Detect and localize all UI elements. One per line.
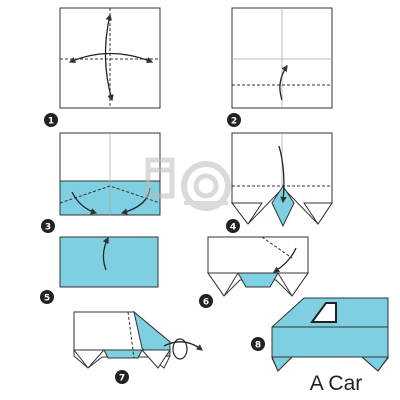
step-6: 6	[199, 236, 309, 308]
wheel-left	[207, 272, 239, 297]
turn-over-arrow	[163, 341, 204, 351]
fold-arrow-horizontal	[68, 52, 154, 64]
step-4: 4	[226, 132, 333, 233]
fold-line	[127, 311, 135, 359]
fold-arrow	[278, 145, 287, 204]
wheel-right	[277, 272, 309, 297]
wheel-left	[72, 349, 106, 369]
step-badge	[251, 337, 265, 351]
folded-flap-left	[230, 202, 263, 225]
step-number: 1	[48, 117, 54, 127]
fotolia-logo-icon	[145, 157, 231, 211]
step-number: 7	[119, 374, 125, 384]
paper-rectangle	[59, 236, 159, 288]
folded-flap-right	[303, 202, 333, 225]
step-number: 5	[44, 294, 50, 304]
step-badge	[199, 294, 213, 308]
step-number: 3	[45, 223, 51, 233]
fold-arrow	[102, 236, 109, 271]
car-window	[310, 302, 337, 323]
colored-strip	[237, 272, 279, 288]
watermark: fotolia	[145, 157, 231, 211]
car-wheel-rear	[360, 356, 389, 372]
step-badge	[227, 113, 241, 127]
wheel-right	[140, 349, 171, 369]
diagram-title: A Car	[310, 372, 363, 395]
fold-line-diagonal	[261, 236, 293, 259]
step-badge	[41, 219, 55, 233]
step-number: 4	[230, 223, 236, 233]
step-badge	[226, 219, 240, 233]
fold-arrow	[272, 247, 297, 273]
fold-arrow-left	[71, 191, 98, 215]
step-number: 8	[255, 341, 261, 351]
step-1: 1	[44, 7, 161, 127]
car-wheel-front	[271, 356, 294, 372]
fold-line-diagonal	[59, 185, 161, 204]
step-5: 5	[40, 236, 159, 304]
step-2: 2	[227, 7, 333, 127]
step-number: 6	[203, 298, 209, 308]
step-7: 7	[72, 310, 204, 384]
step-3: 3	[41, 132, 161, 233]
step-8: 8 A Car	[251, 297, 389, 395]
step-badge	[40, 290, 54, 304]
step-badge	[44, 113, 58, 127]
fold-arrow	[279, 64, 288, 101]
colored-strip	[103, 349, 143, 359]
step-number: 2	[231, 117, 237, 127]
step-badge	[115, 370, 129, 384]
colored-flap-center	[271, 185, 295, 228]
turn-over-loop	[172, 338, 188, 360]
